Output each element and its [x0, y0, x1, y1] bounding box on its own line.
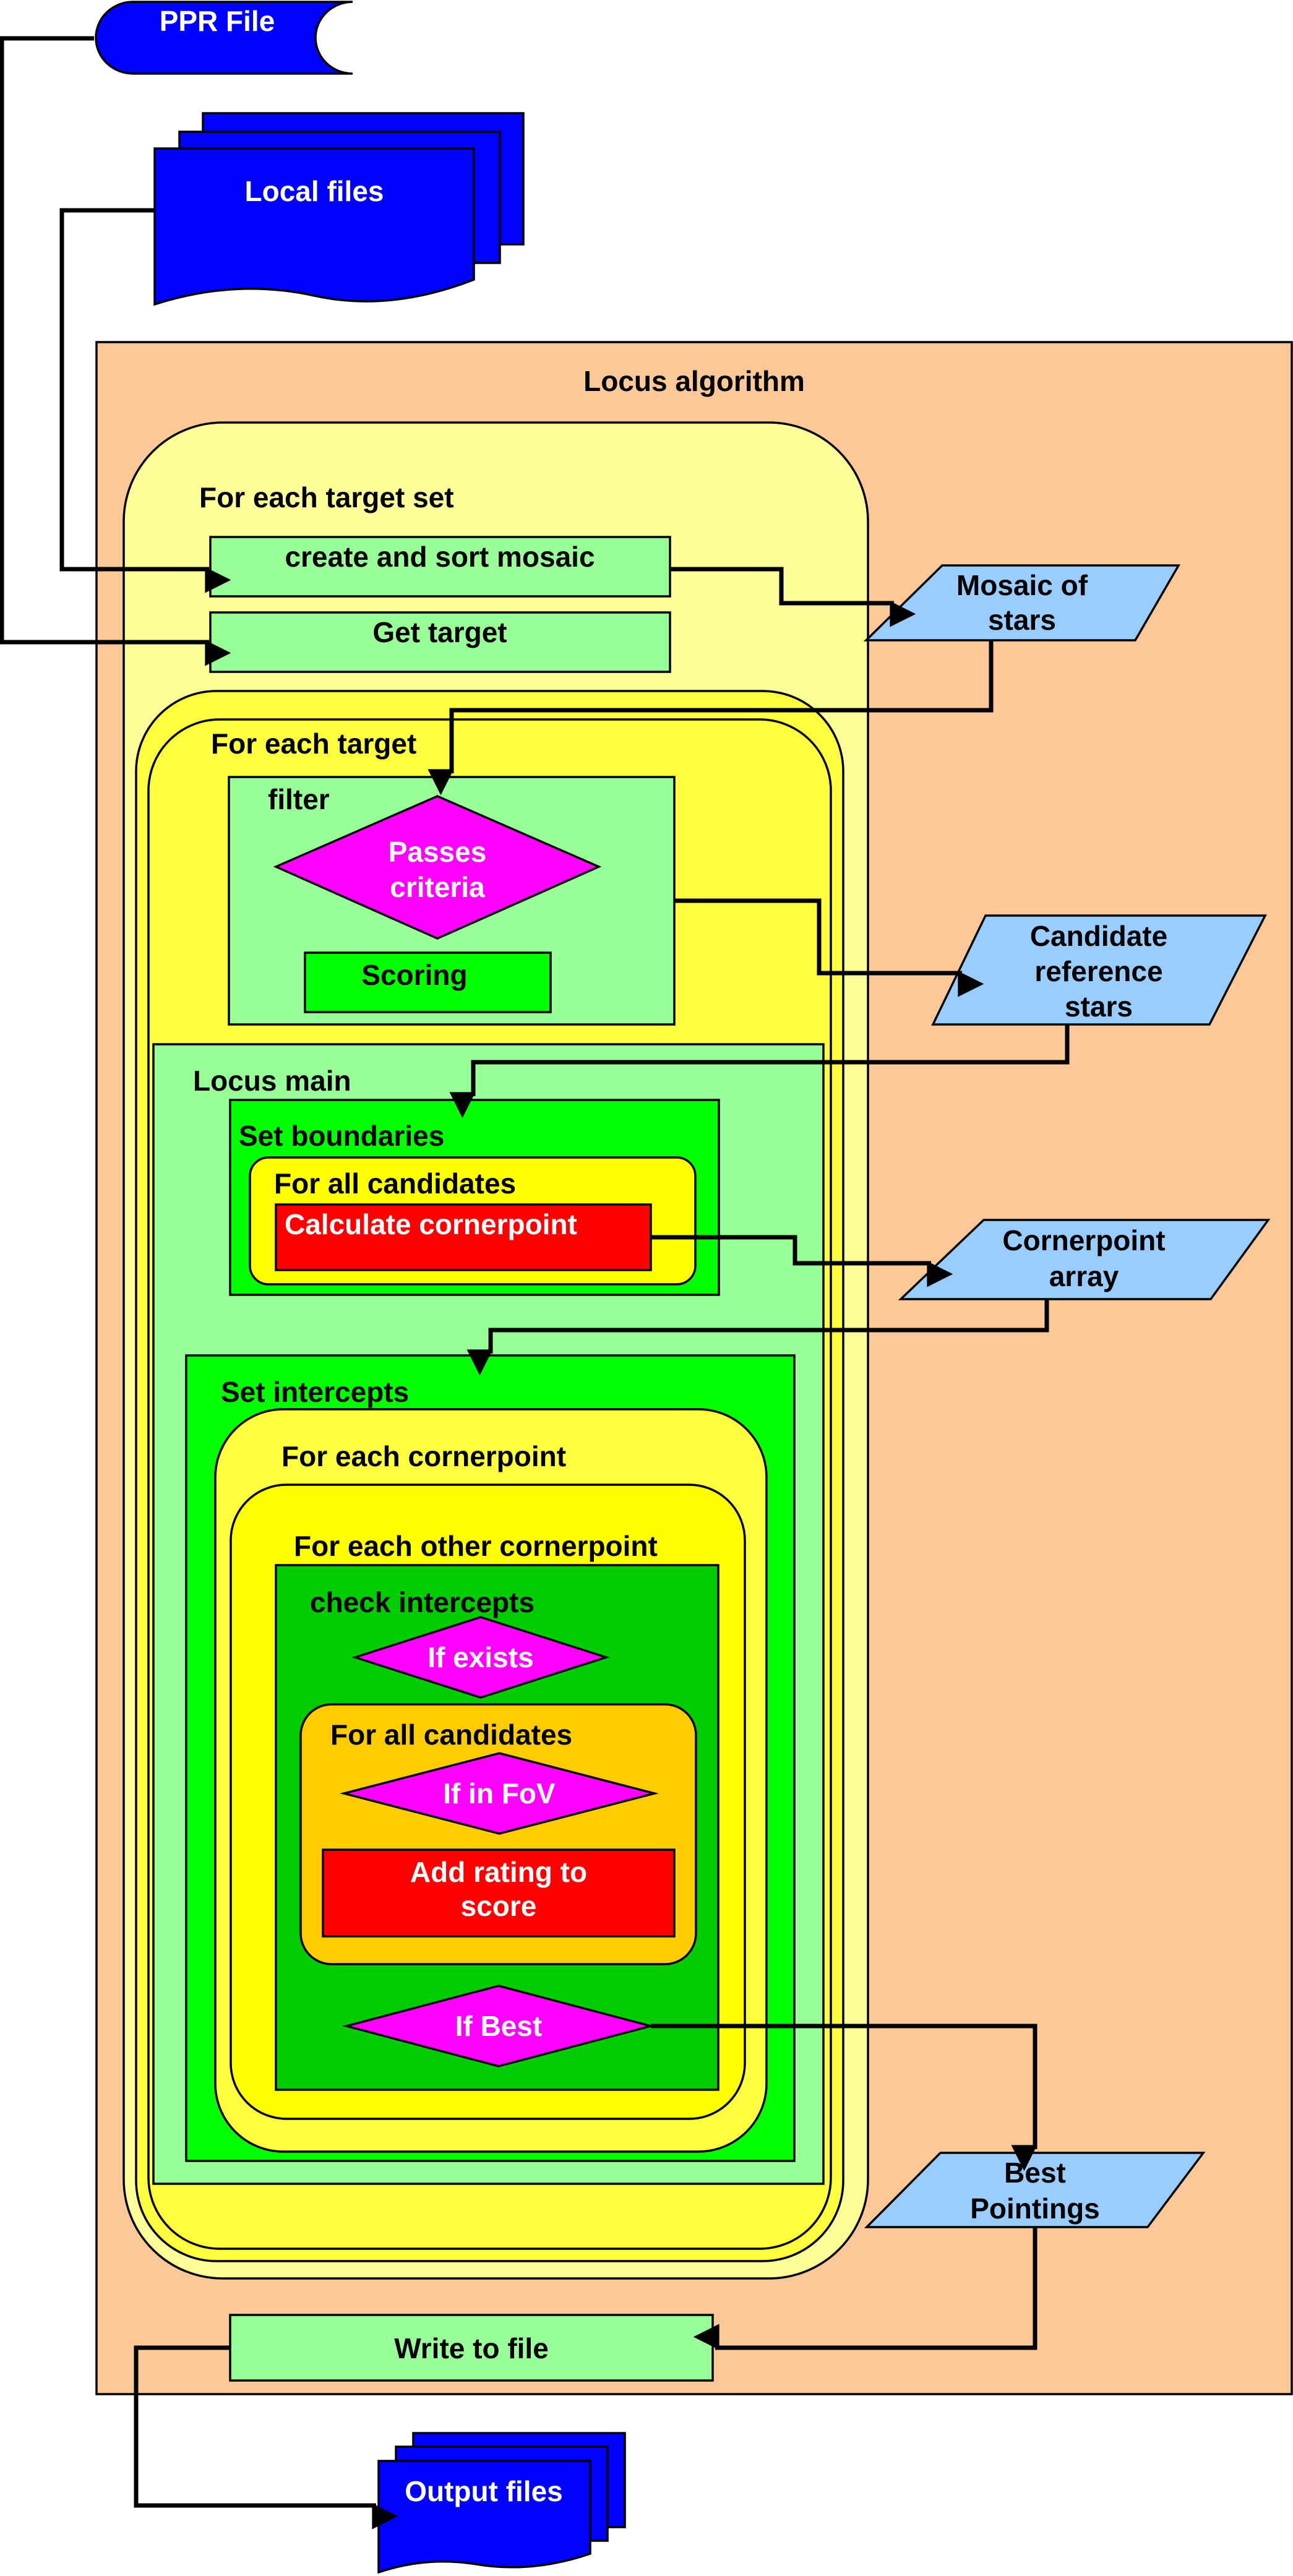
cornerpoint-array-line1: Cornerpoint [1002, 1224, 1165, 1256]
pointings-to-write-arrow [693, 2227, 1037, 2350]
add-rating-label-line2: score [461, 1890, 537, 1922]
calculate-cornerpoint-step [275, 1203, 652, 1271]
filter-title: filter [268, 783, 330, 815]
set-intercepts-title: Set intercepts [221, 1376, 409, 1408]
for-each-other-cornerpoint-title: For each other cornerpoint [294, 1530, 658, 1562]
if-best-label: If Best [455, 2010, 543, 2042]
local-files-label: Local files [245, 175, 384, 207]
candidate-reference-stars-store [931, 914, 1267, 1026]
cornerpoint-to-array-arrow [651, 1235, 953, 1287]
candidates-to-boundaries-arrow [449, 1024, 1070, 1118]
locus-algorithm-title: Locus algorithm [583, 365, 805, 397]
mosaic-to-store-arrow [670, 567, 916, 627]
if-exists-decision [351, 1616, 610, 1699]
passes-criteria-label-line1: Passes [389, 836, 487, 868]
create-and-sort-mosaic-label: create and sort mosaic [285, 541, 595, 573]
write-to-file-step [229, 2314, 714, 2382]
candidate-reference-stars-line1: Candidate [1030, 920, 1167, 952]
for-all-candidates-boundaries-title: For all candidates [274, 1167, 516, 1200]
candidate-reference-stars-line3: stars [1065, 990, 1133, 1023]
mosaic-of-stars-line1: Mosaic of [956, 569, 1088, 601]
ppr-file-label: PPR File [160, 5, 275, 37]
if-in-fov-label: If in FoV [443, 1777, 556, 1810]
passes-criteria-decision [273, 795, 602, 940]
mosaic-of-stars-line2: stars [988, 604, 1056, 636]
for-all-candidates-intercepts-title: For all candidates [330, 1719, 572, 1751]
if-in-fov-decision [340, 1752, 659, 1835]
calculate-cornerpoint-label: Calculate cornerpoint [285, 1208, 577, 1240]
if-best-decision [342, 1985, 655, 2067]
best-pointings-line1: Best [1004, 2157, 1066, 2189]
candidate-reference-stars-line2: reference [1034, 955, 1162, 987]
filter-to-candidates-arrow [674, 898, 984, 997]
scoring-label: Scoring [361, 959, 467, 991]
output-files-stack [377, 2432, 626, 2574]
output-files-label: Output files [405, 2475, 563, 2507]
scoring-step [304, 951, 552, 1013]
add-rating-step [322, 1848, 676, 1938]
get-target-step [209, 611, 671, 673]
local-files-to-mosaic-arrow [59, 208, 231, 593]
locus-main-title: Locus main [193, 1065, 351, 1097]
local-files-stack [153, 112, 525, 306]
if-best-to-pointings-arrow [651, 2024, 1037, 2171]
ppr-file-to-get-target-arrow [0, 36, 231, 666]
best-pointings-line2: Pointings [970, 2192, 1100, 2225]
passes-criteria-label-line2: criteria [390, 871, 485, 903]
ppr-file-store [95, 1, 353, 75]
get-target-label: Get target [372, 616, 507, 648]
mosaic-store-to-filter-arrow [427, 640, 994, 796]
set-boundaries-title: Set boundaries [239, 1120, 444, 1152]
create-and-sort-mosaic-step [209, 536, 671, 598]
for-each-cornerpoint-title: For each cornerpoint [281, 1440, 566, 1472]
array-to-intercepts-arrow [466, 1299, 1049, 1376]
add-rating-label-line1: Add rating to [410, 1856, 587, 1888]
for-each-target-set-title: For each target set [199, 481, 454, 513]
check-intercepts-title: check intercepts [310, 1586, 535, 1618]
if-exists-label: If exists [427, 1641, 533, 1673]
cornerpoint-array-line2: array [1049, 1260, 1119, 1292]
write-to-file-label: Write to file [394, 2332, 549, 2364]
write-to-output-arrow [134, 2345, 398, 2530]
for-each-target-loop-inner [147, 718, 832, 2250]
for-each-target-title: For each target [211, 728, 416, 760]
best-pointings-store [864, 2152, 1206, 2228]
